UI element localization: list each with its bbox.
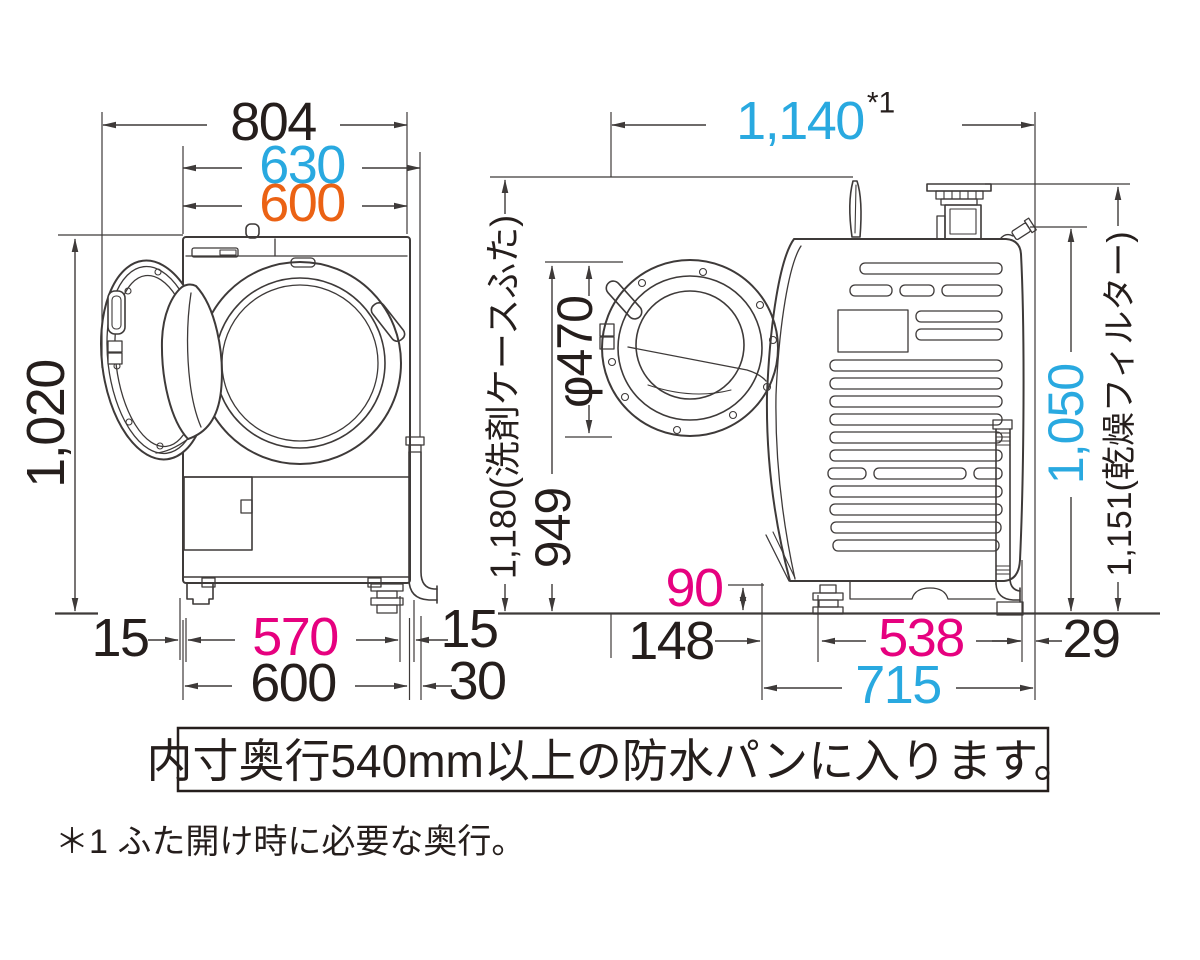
side-door-ring	[599, 259, 779, 437]
side-height-dry-filter-label: 1,151(乾燥フィルター)	[1101, 231, 1139, 576]
front-open-door	[100, 259, 223, 461]
extension-lines	[55, 112, 1160, 700]
side-height-door-top-label: 949	[525, 488, 581, 568]
side-door-diameter-label: φ470	[547, 296, 603, 408]
side-rear-clearance-label: 29	[1062, 609, 1119, 669]
front-total-width-label: 804	[230, 92, 316, 152]
side-height-detergent-lid-label: 1,180(洗剤ケースふた)	[483, 215, 524, 579]
front-view-drawing	[100, 223, 438, 614]
front-feet-span-label: 570	[252, 607, 338, 667]
front-foot-inset-left-label: 15	[91, 608, 148, 668]
dimension-lines: 804 630 600 1,020 15 570 15 600 30 1,140…	[16, 87, 1139, 716]
side-body-depth-label: 715	[855, 655, 941, 715]
side-body-height-label: 1,050	[1038, 364, 1094, 484]
side-ground-clearance-label: 90	[665, 558, 722, 618]
note-box: 内寸奥行540mm以上の防水パンに入ります。	[146, 726, 1080, 793]
side-view-drawing	[599, 180, 1037, 616]
side-feet-span-label: 538	[878, 608, 964, 668]
side-depth-lid-open-label: 1,140	[736, 91, 864, 151]
front-foot-inset-right-label: 15	[440, 599, 497, 659]
front-body-width-label: 600	[259, 173, 345, 233]
front-body-width-bottom-label: 600	[250, 653, 336, 713]
side-depth-footnote-ref: *1	[867, 87, 895, 120]
footnote-text: ＊1 ふた開け時に必要な奥行。	[55, 823, 525, 861]
front-hose-clearance-label: 30	[448, 651, 505, 711]
side-door-overhang-label: 148	[628, 611, 714, 671]
note-box-text: 内寸奥行540mm以上の防水パンに入ります。	[146, 735, 1079, 787]
front-body-height-label: 1,020	[16, 360, 76, 488]
vent-slots	[827, 262, 1003, 552]
front-width-incl-hose-label: 630	[259, 135, 345, 195]
